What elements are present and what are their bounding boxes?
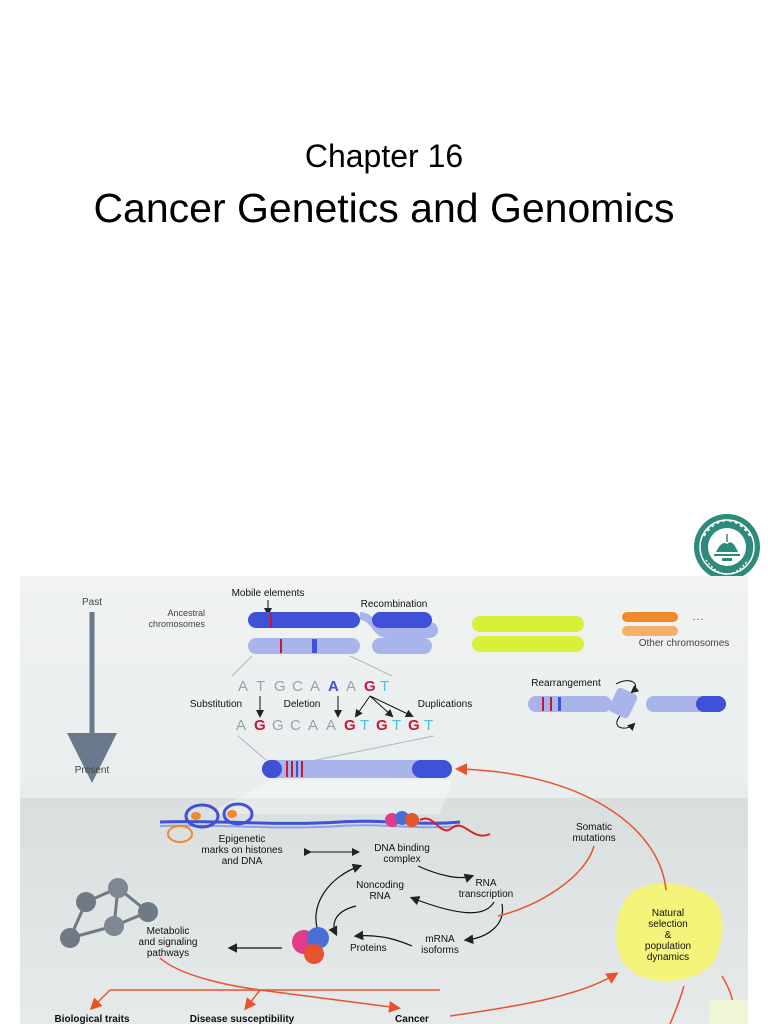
label-ancestral-2: chromosomes xyxy=(148,619,205,629)
histone-1 xyxy=(184,803,220,829)
label-cancer: Cancer xyxy=(395,1014,429,1024)
genome-evolution-figure: Past Present Mobile elements Recombinati… xyxy=(20,576,748,1024)
rearranged-chromosome-left xyxy=(528,696,612,712)
label-dna-binding-2: complex xyxy=(383,854,420,865)
label-natural-5: dynamics xyxy=(647,952,689,963)
label-natural-1: Natural xyxy=(652,908,684,919)
label-noncoding-1: Noncoding xyxy=(356,880,404,891)
label-biological-traits: Biological traits xyxy=(54,1014,129,1024)
red-feedback-arrows xyxy=(89,763,735,1024)
corner-highlight xyxy=(710,1000,748,1024)
label-mrna-1: mRNA xyxy=(425,934,455,945)
label-epigenetic-3: and DNA xyxy=(222,856,263,867)
seq-bottom-6: G xyxy=(344,717,356,734)
seq-top-8: T xyxy=(380,678,389,695)
chromosome-bottom-left xyxy=(248,638,360,654)
label-mobile-elements: Mobile elements xyxy=(232,588,305,599)
label-dna-binding-1: DNA binding xyxy=(374,843,430,854)
seq-bottom-1: G xyxy=(254,717,266,734)
histone-2 xyxy=(222,802,254,826)
seq-top-0: A xyxy=(238,678,248,695)
ellipsis-marker: … xyxy=(692,609,704,623)
label-natural-4: population xyxy=(645,941,691,952)
label-duplications: Duplications xyxy=(418,699,472,710)
seq-bottom-9: T xyxy=(392,717,401,734)
label-somatic-1: Somatic xyxy=(576,822,612,833)
label-proteins: Proteins xyxy=(350,943,387,954)
seq-top-7: G xyxy=(364,678,376,695)
sequence-bottom: A G G C A A G T G T G T xyxy=(236,717,433,734)
label-metabolic-2: and signaling xyxy=(139,937,198,948)
chapter-label: Chapter 16 xyxy=(304,138,464,174)
label-noncoding-2: RNA xyxy=(369,891,390,902)
label-rna-transcription-2: transcription xyxy=(459,889,513,900)
other-chromosome-green-1 xyxy=(472,616,584,632)
seq-top-6: A xyxy=(346,678,356,695)
natural-selection-highlight xyxy=(616,883,723,982)
label-substitution: Substitution xyxy=(190,699,242,710)
seq-bottom-3: C xyxy=(290,717,301,734)
university-seal-logo xyxy=(694,514,760,580)
other-chromosome-orange-1 xyxy=(622,612,678,622)
other-chromosome-green-2 xyxy=(472,636,584,652)
seq-bottom-4: A xyxy=(308,717,318,734)
seq-top-4: A xyxy=(310,678,320,695)
seq-bottom-7: T xyxy=(360,717,369,734)
label-present: Present xyxy=(75,765,110,776)
label-epigenetic-1: Epigenetic xyxy=(219,834,266,845)
seq-bottom-10: G xyxy=(408,717,420,734)
sequence-top: A T G C A A A G T xyxy=(238,678,389,695)
seq-top-2: G xyxy=(274,678,286,695)
label-natural-3: & xyxy=(665,930,672,941)
label-metabolic-3: pathways xyxy=(147,948,189,959)
seq-top-5: A xyxy=(328,678,339,695)
seq-bottom-11: T xyxy=(424,717,433,734)
chromosome-bottom-right xyxy=(372,638,432,654)
label-rearrangement: Rearrangement xyxy=(531,678,601,689)
present-chromosome xyxy=(262,760,452,778)
slide-title: Cancer Genetics and Genomics xyxy=(93,185,675,231)
seq-top-3: C xyxy=(292,678,303,695)
label-mrna-2: isoforms xyxy=(421,945,459,956)
label-deletion: Deletion xyxy=(284,699,321,710)
chromosome-top-left xyxy=(248,612,360,628)
rna-strand xyxy=(419,817,491,837)
other-chromosome-orange-2 xyxy=(622,626,678,636)
seq-top-1: T xyxy=(256,678,265,695)
chromosome-top-right xyxy=(372,612,432,628)
label-past: Past xyxy=(82,597,102,608)
label-somatic-2: mutations xyxy=(572,833,615,844)
label-rna-transcription-1: RNA xyxy=(475,878,496,889)
network-graph xyxy=(60,878,158,948)
label-epigenetic-2: marks on histones xyxy=(201,845,282,856)
label-disease-susceptibility: Disease susceptibility xyxy=(190,1014,295,1024)
seq-bottom-5: A xyxy=(326,717,336,734)
seq-bottom-8: G xyxy=(376,717,388,734)
seq-bottom-2: G xyxy=(272,717,284,734)
label-natural-2: selection xyxy=(648,919,687,930)
label-ancestral-1: Ancestral xyxy=(167,608,205,618)
label-metabolic-1: Metabolic xyxy=(147,926,190,937)
seq-bottom-0: A xyxy=(236,717,246,734)
rearranged-segment xyxy=(608,687,638,719)
label-other-chromosomes: Other chromosomes xyxy=(639,638,730,649)
label-recombination: Recombination xyxy=(361,599,428,610)
